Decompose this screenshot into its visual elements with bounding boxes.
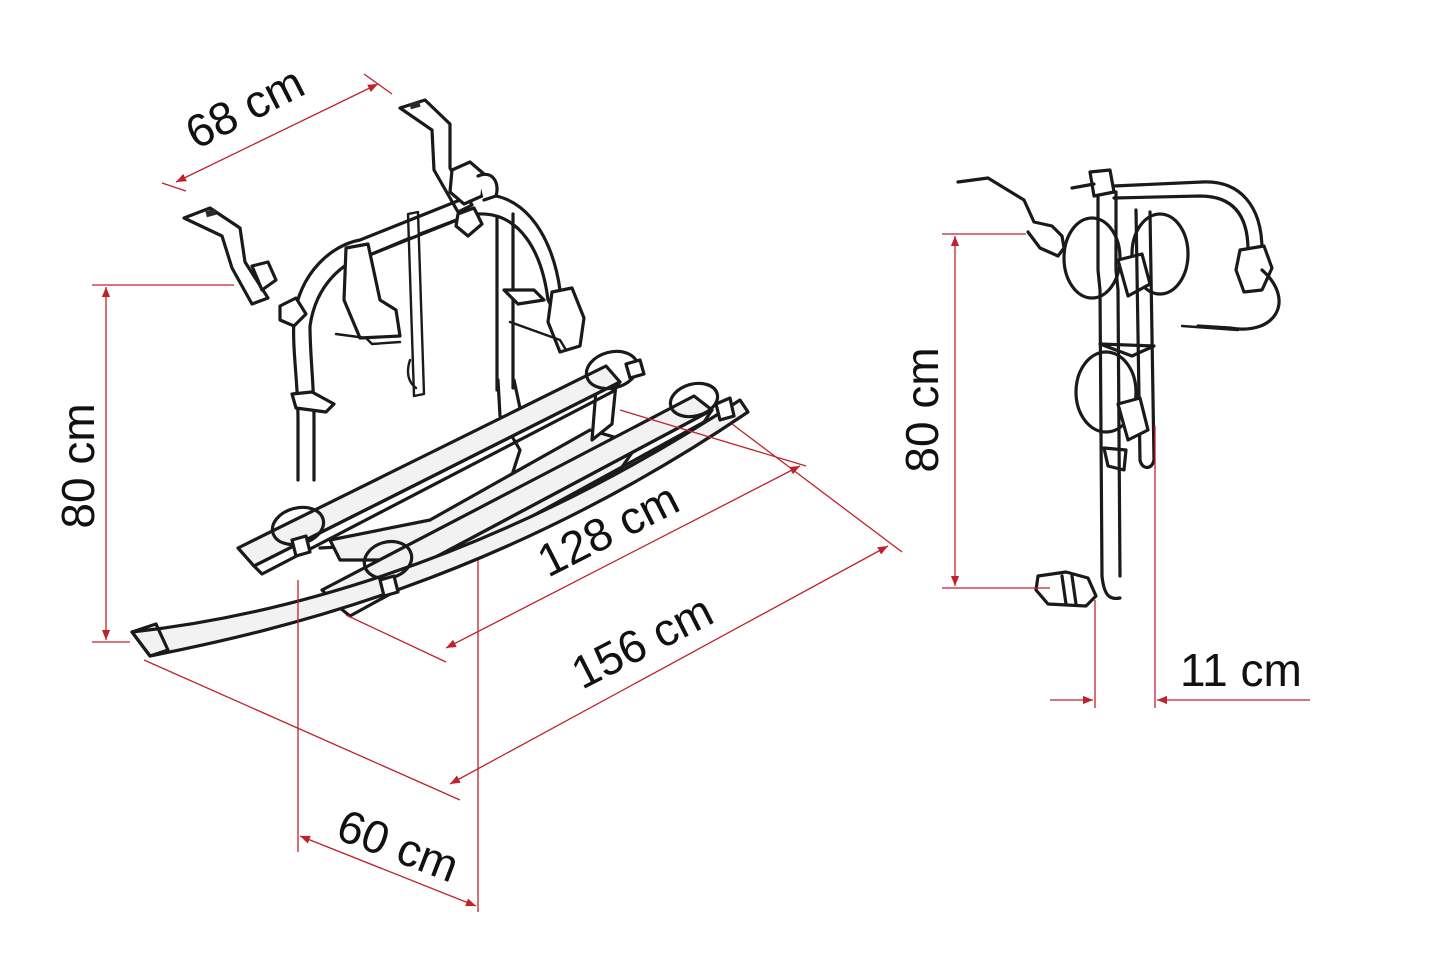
dim-60-line (299, 835, 477, 907)
dim-128-leader-b (345, 614, 447, 663)
label-156cm: 156 cm (563, 584, 721, 699)
dim-156-leader-a (731, 423, 903, 553)
dimension-lines (92, 73, 1310, 912)
dim-68-line (175, 83, 379, 183)
label-11cm: 11 cm (1180, 644, 1302, 696)
label-68cm: 68 cm (177, 56, 312, 159)
rack-side-view (956, 168, 1281, 608)
dimension-labels: 68 cm 80 cm 128 cm 156 cm 60 cm 80 cm 11… (52, 56, 1302, 893)
dim-156-line (449, 545, 889, 785)
dim-68-leader-a (161, 182, 187, 192)
label-60cm: 60 cm (330, 799, 466, 892)
label-80cm-front: 80 cm (52, 403, 104, 528)
dim-156-leader-b (143, 659, 461, 801)
label-80cm-side: 80 cm (896, 347, 948, 472)
rack-isometric-view (130, 98, 750, 658)
